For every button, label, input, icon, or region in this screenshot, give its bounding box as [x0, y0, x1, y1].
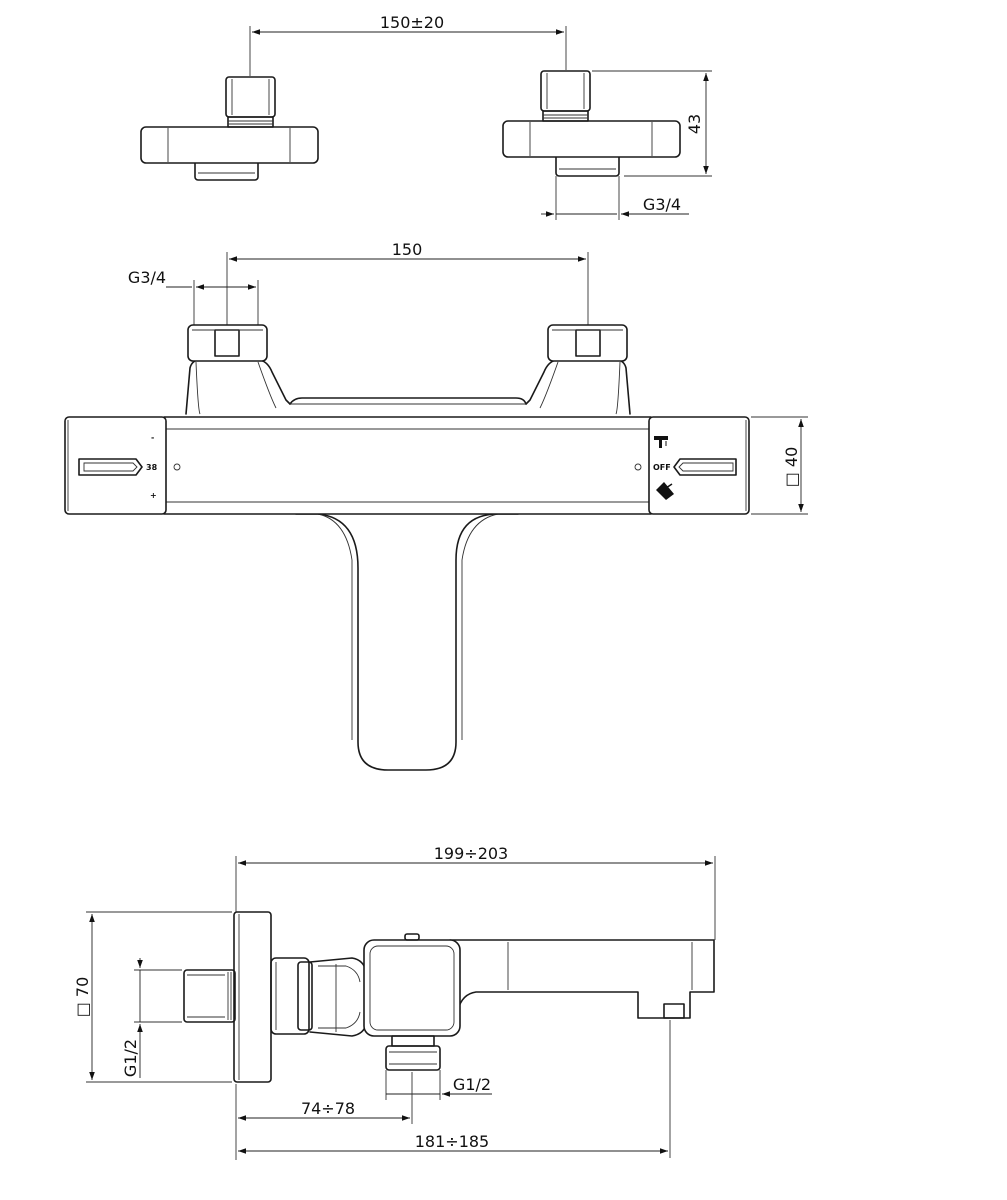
- wall-plate: [233, 911, 272, 1083]
- dim-top-thread: G3/4: [643, 195, 681, 214]
- inlet-nut-left: [187, 324, 268, 362]
- spout: [295, 513, 519, 771]
- dim-side-thread-bottom: G1/2: [453, 1075, 491, 1094]
- marking-off: OFF: [653, 463, 671, 472]
- dim-side-thread-left: G1/2: [121, 1039, 140, 1077]
- dim-top-height: 43: [685, 114, 704, 134]
- front-view: 150 G3/4: [64, 240, 808, 771]
- bath-spout-icon: [654, 436, 668, 448]
- dim-top-spacing: 150±20: [380, 13, 444, 32]
- side-handle[interactable]: [363, 939, 461, 1037]
- dim-side-outlet: 181÷185: [415, 1132, 489, 1151]
- shower-icon: [656, 482, 674, 500]
- inlet-thread: [183, 969, 236, 1023]
- dim-front-thread: G3/4: [128, 268, 166, 287]
- dim-front-square: □ 40: [782, 447, 801, 488]
- dim-side-depth: 74÷78: [301, 1099, 355, 1118]
- eccentric-union-right: [502, 70, 681, 177]
- inlet-nut-right: [547, 324, 628, 362]
- dim-side-length: 199÷203: [434, 844, 508, 863]
- eccentric-union-left: [140, 76, 319, 181]
- side-spout: [449, 939, 715, 1035]
- top-view: 150±20: [140, 13, 712, 220]
- mixer-body: [163, 416, 652, 515]
- diverter-handle[interactable]: OFF: [648, 416, 750, 515]
- marking-plus: +: [150, 491, 157, 500]
- marking-minus: -: [151, 433, 154, 442]
- marking-temperature: 38: [146, 463, 158, 472]
- temperature-handle[interactable]: 38 - +: [64, 416, 167, 515]
- side-view: 199÷203: [73, 844, 716, 1160]
- dim-side-square: □ 70: [73, 977, 92, 1018]
- dim-front-spacing: 150: [392, 240, 423, 259]
